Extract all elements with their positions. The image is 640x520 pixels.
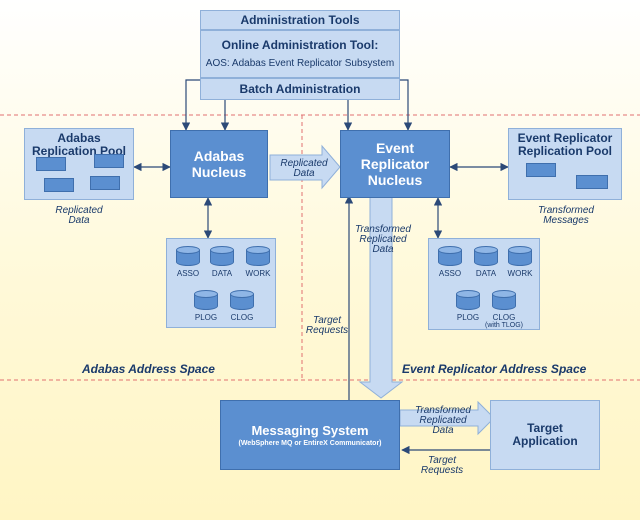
adabas-asso-cylinder-icon bbox=[176, 246, 200, 268]
er-data-cylinder-icon bbox=[474, 246, 498, 268]
replicated-data-arrow bbox=[269, 144, 341, 190]
messaging-system-box: Messaging System (WebSphere MQ or Entire… bbox=[220, 400, 400, 470]
online-admin-title: Online Administration Tool: bbox=[221, 38, 379, 52]
er-nucleus-box: Event Replicator Nucleus bbox=[340, 130, 450, 198]
er-work-label: WORK bbox=[507, 269, 533, 278]
transformed-replicated-arrow-label: Transformed Replicated Data bbox=[415, 405, 471, 436]
admin-to-adabas-1 bbox=[181, 79, 202, 131]
adabas-nucleus-title: Adabas Nucleus bbox=[191, 148, 247, 180]
target-application-title: Target Application bbox=[512, 421, 578, 448]
adabas-pool-block-2 bbox=[94, 154, 124, 168]
er-clog-label: CLOG bbox=[492, 313, 516, 322]
adabas-nucleus-box: Adabas Nucleus bbox=[170, 130, 268, 198]
adabas-space-label: Adabas Address Space bbox=[82, 362, 215, 376]
aos-label: AOS: Adabas Event Replicator Subsystem bbox=[205, 58, 395, 69]
admin-tools-box: Administration Tools bbox=[200, 10, 400, 30]
transformed-replicated-label: Transformed Replicated Data bbox=[355, 224, 411, 255]
admin-to-er-2 bbox=[398, 79, 413, 131]
er-plog-label: PLOG bbox=[456, 313, 480, 322]
er-nucleus-title: Event Replicator Nucleus bbox=[360, 140, 430, 188]
adabas-data-cylinder-icon bbox=[210, 246, 234, 268]
target-requests-left-label: Target Requests bbox=[305, 315, 349, 336]
batch-admin-title: Batch Administration bbox=[239, 81, 361, 96]
er-pool-block-1 bbox=[526, 163, 556, 177]
adabas-work-label: WORK bbox=[245, 269, 271, 278]
online-admin-box: Online Administration Tool: AOS: Adabas … bbox=[200, 30, 400, 78]
replicated-data-arrow-label: Replicated Data bbox=[280, 158, 328, 179]
adabas-pool-block-4 bbox=[90, 176, 120, 190]
er-clog-cylinder-icon bbox=[492, 290, 516, 312]
er-asso-cylinder-icon bbox=[438, 246, 462, 268]
transformed-right-arrow bbox=[399, 400, 495, 436]
target-application-box: Target Application bbox=[490, 400, 600, 470]
adabas-plog-cylinder-icon bbox=[194, 290, 218, 312]
adabas-data-label: DATA bbox=[211, 269, 233, 278]
transformed-messages-label: Transformed Messages bbox=[538, 205, 594, 226]
adabas-clog-cylinder-icon bbox=[230, 290, 254, 312]
transformed-down-arrow bbox=[358, 191, 404, 399]
er-clog-note: (with TLOG) bbox=[485, 322, 523, 329]
er-data-label: DATA bbox=[475, 269, 497, 278]
adabas-asso-label: ASSO bbox=[176, 269, 200, 278]
messaging-title: Messaging System bbox=[251, 423, 369, 438]
er-work-cylinder-icon bbox=[508, 246, 532, 268]
admin-tools-title: Administration Tools bbox=[240, 12, 360, 27]
er-asso-label: ASSO bbox=[438, 269, 462, 278]
er-plog-cylinder-icon bbox=[456, 290, 480, 312]
batch-admin-box: Batch Administration bbox=[200, 78, 400, 100]
er-pool-title: Event Replicator Replication Pool bbox=[517, 131, 613, 158]
adabas-pool-block-1 bbox=[36, 157, 66, 171]
er-space-label: Event Replicator Address Space bbox=[402, 362, 587, 376]
replicated-data-label: Replicated Data bbox=[55, 205, 103, 226]
adabas-clog-label: CLOG bbox=[230, 313, 254, 322]
er-pool-block-2 bbox=[576, 175, 608, 189]
messaging-subtitle: (WebSphere MQ or EntireX Communicator) bbox=[238, 440, 382, 447]
adabas-plog-label: PLOG bbox=[194, 313, 218, 322]
adabas-pool-block-3 bbox=[44, 178, 74, 192]
target-requests-bottom-label: Target Requests bbox=[420, 455, 464, 476]
adabas-work-cylinder-icon bbox=[246, 246, 270, 268]
